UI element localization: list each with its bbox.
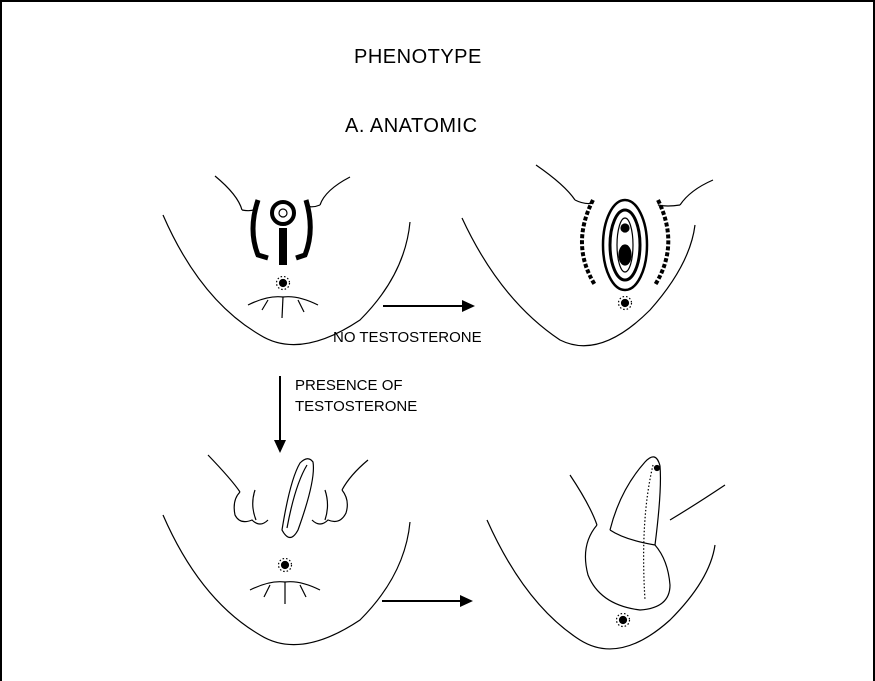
female-figure bbox=[462, 165, 713, 346]
arrow-down-head bbox=[274, 440, 286, 453]
male-figure bbox=[487, 457, 725, 649]
arrow-right-top-head bbox=[462, 300, 475, 312]
arrow-right-bottom-head bbox=[460, 595, 473, 607]
undifferentiated-figure bbox=[163, 176, 410, 345]
early-male-figure bbox=[163, 455, 410, 645]
